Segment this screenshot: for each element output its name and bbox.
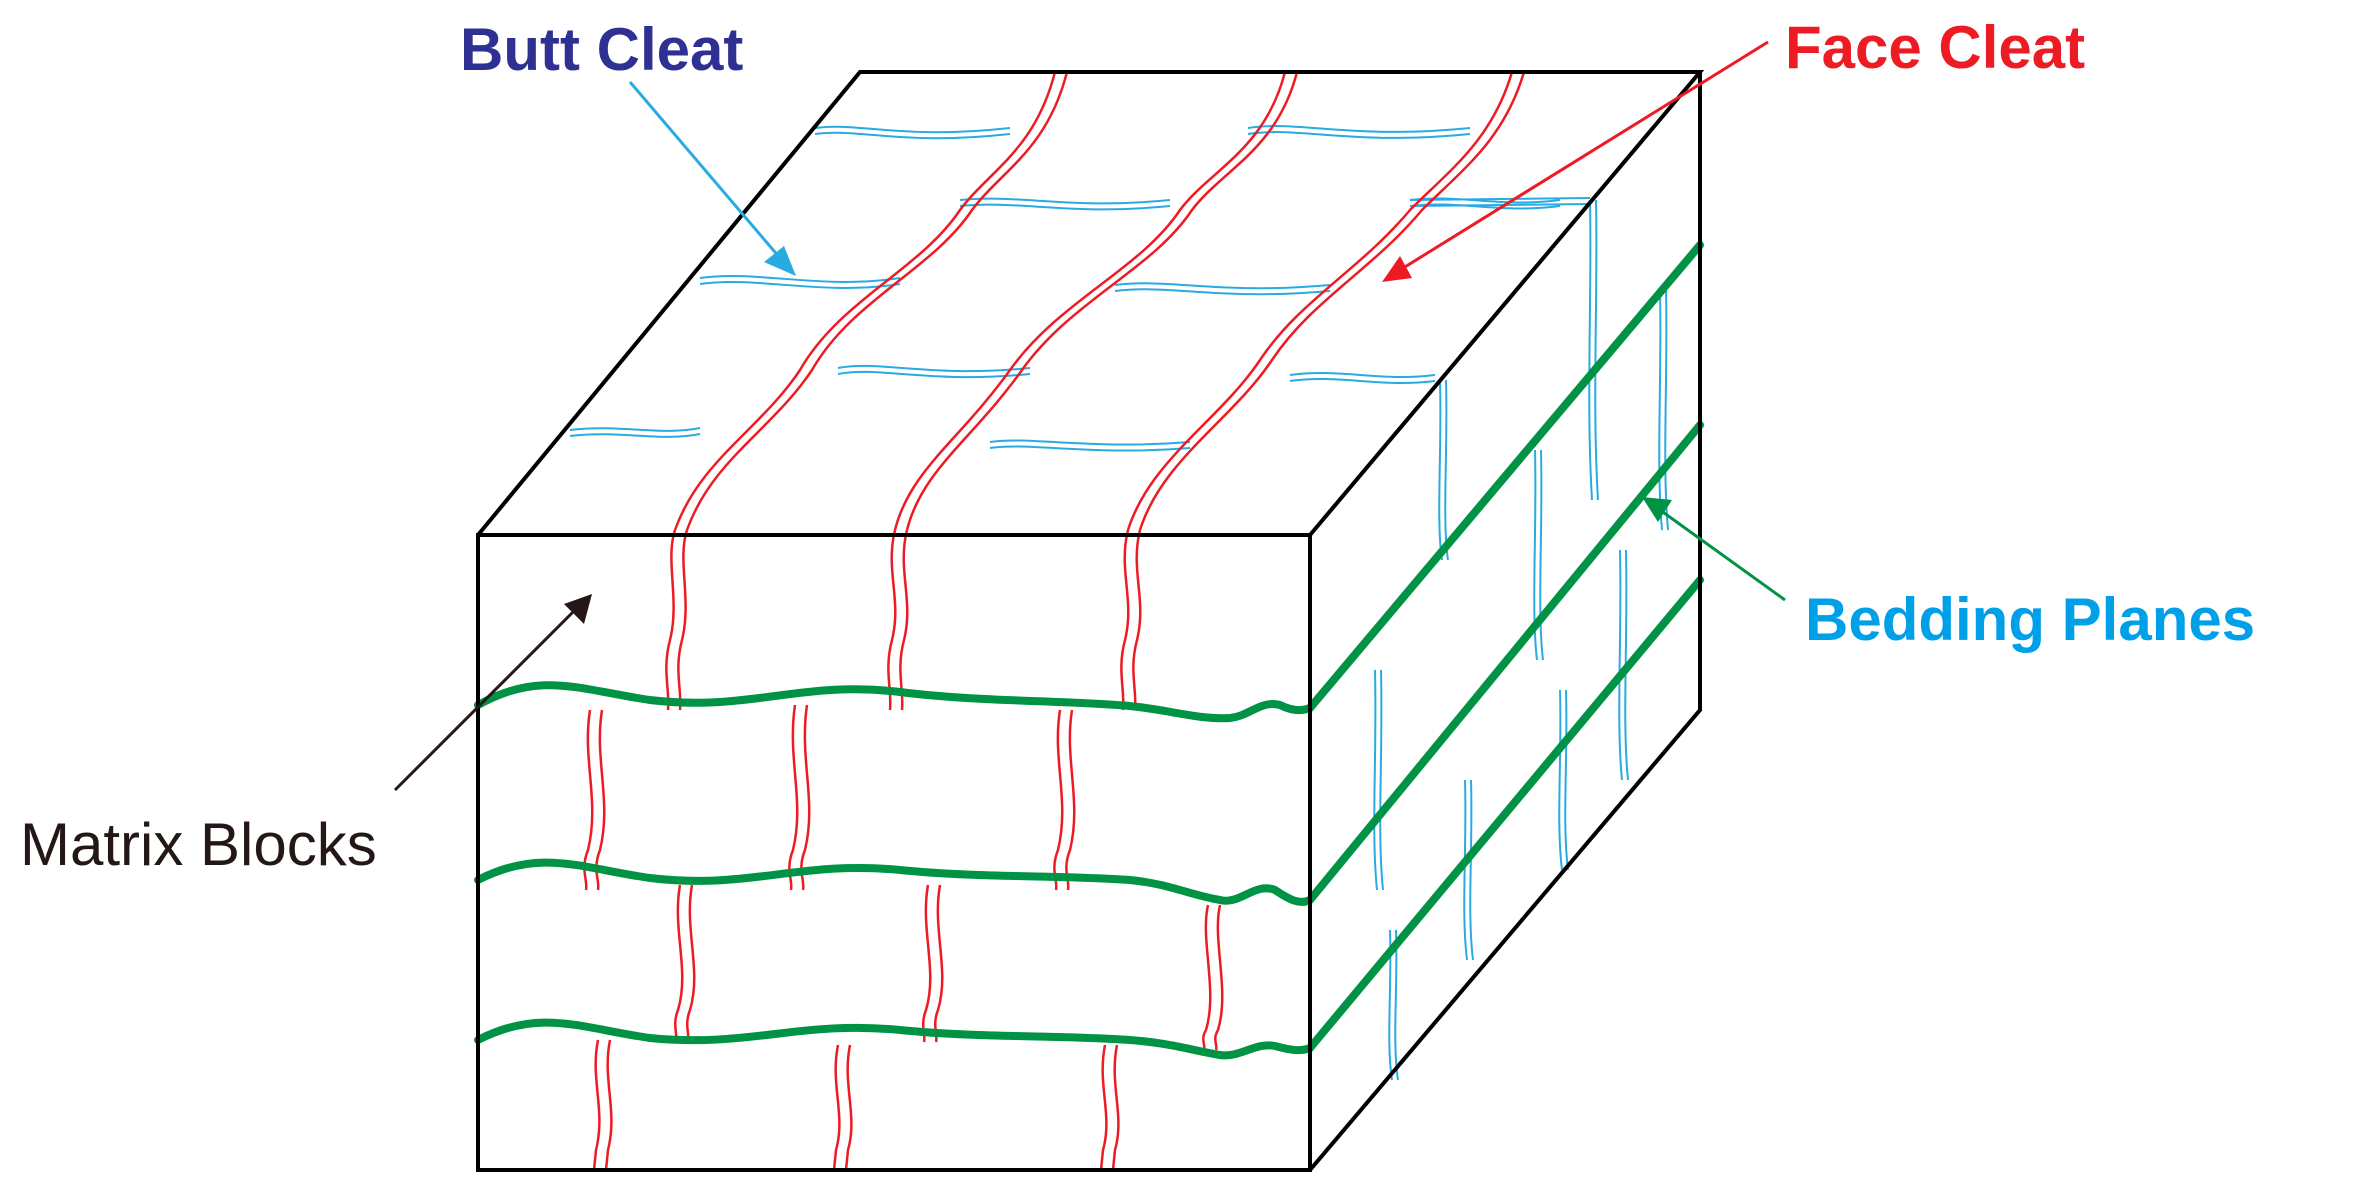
face-cleats-front-middle: [583, 704, 1076, 891]
matrix-blocks-label: Matrix Blocks: [20, 811, 377, 878]
butt-cleat-arrow: [628, 81, 796, 276]
top-face: [569, 71, 1591, 531]
block-outline: [476, 70, 1705, 1172]
bedding-planes-side: [1306, 241, 1704, 1052]
face-cleat-arrowhead: [1382, 256, 1412, 282]
face-cleats-front-lower: [674, 884, 1224, 1051]
face-cleats-top: [673, 71, 1526, 531]
face-cleat-arrow: [1382, 40, 1769, 282]
matrix-blocks-arrow: [393, 594, 592, 792]
bedding-planes-arrow: [1642, 497, 1786, 602]
butt-cleat-label: Butt Cleat: [460, 16, 743, 83]
face-cleats-front-upper: [665, 529, 1142, 711]
butt-cleats-top: [569, 125, 1591, 452]
butt-cleat-arrowhead: [764, 246, 796, 276]
face-cleats-front-bottom: [592, 1039, 1120, 1171]
matrix-blocks-arrowhead: [564, 594, 592, 624]
face-cleat-label: Face Cleat: [1785, 14, 2085, 81]
bedding-planes-label: Bedding Planes: [1805, 586, 2255, 653]
bedding-planes-front: [474, 681, 1314, 1060]
bedding-planes-arrowhead: [1642, 497, 1672, 522]
front-face: [474, 529, 1314, 1171]
side-face: [1306, 199, 1704, 1081]
